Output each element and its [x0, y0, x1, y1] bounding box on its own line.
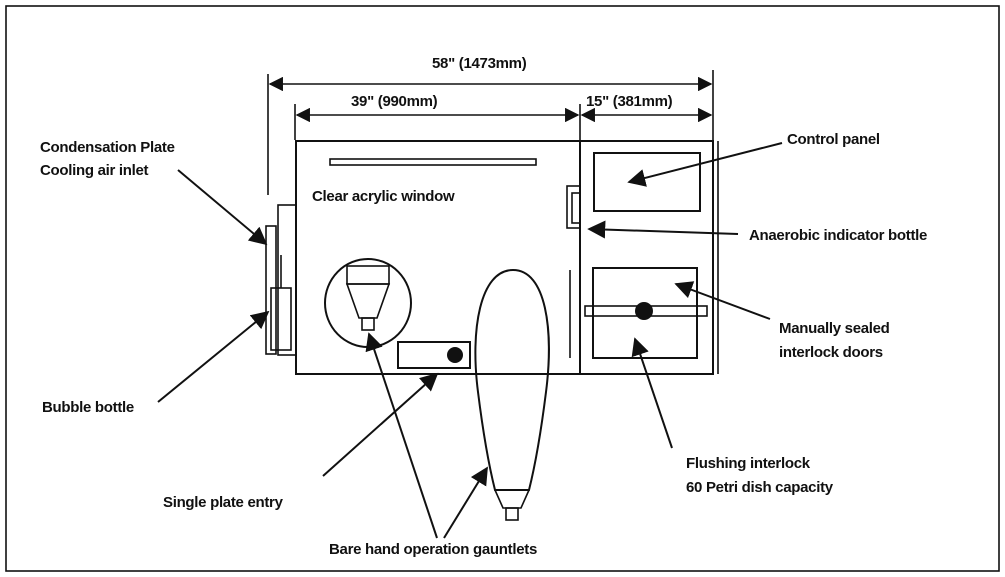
arrow-control-panel: [627, 142, 783, 187]
condensation-plate-assembly: [265, 204, 297, 356]
arrow-gauntlet-right: [443, 466, 488, 539]
figure-border: [5, 5, 1000, 572]
anaerobic-indicator-bracket: [566, 185, 581, 229]
dimension-overall: [267, 70, 714, 195]
arrow-gauntlet-left: [365, 332, 438, 539]
control-panel-window: [593, 152, 701, 212]
arrow-flushing-interlock: [631, 337, 673, 449]
label-control-panel: Control panel: [787, 131, 880, 148]
arrow-anaerobic-indicator: [587, 220, 739, 239]
label-single-plate-entry: Single plate entry: [163, 494, 284, 511]
label-main-chamber-dimension: 39" (990mm): [351, 93, 438, 110]
label-anaerobic-indicator: Anaerobic indicator bottle: [749, 227, 927, 244]
interlock-body: [579, 140, 714, 375]
label-overall-dimension: 58" (1473mm): [432, 55, 527, 72]
label-condensation-plate: Condensation Plate: [40, 139, 175, 156]
arrow-single-plate: [322, 372, 439, 477]
arrow-condensation-plate: [177, 169, 268, 246]
gauntlet-port-left: [324, 258, 412, 348]
dimension-main-chamber: [294, 104, 581, 140]
single-plate-entry-box: [397, 341, 471, 369]
label-manually-sealed: Manually sealed: [779, 320, 890, 337]
arrow-interlock-doors: [674, 281, 771, 320]
label-bubble-bottle: Bubble bottle: [42, 399, 134, 416]
label-petri-capacity: 60 Petri dish capacity: [686, 479, 834, 496]
label-gauntlets: Bare hand operation gauntlets: [329, 541, 537, 558]
window-slot: [329, 158, 537, 166]
arrow-bubble-bottle: [157, 310, 270, 403]
interlock-door: [569, 267, 708, 359]
label-interlock-doors: interlock doors: [779, 344, 883, 361]
label-clear-window: Clear acrylic window: [312, 188, 455, 205]
label-flushing-interlock: Flushing interlock: [686, 455, 811, 472]
gauntlet-right: [474, 268, 550, 521]
label-cooling-air-inlet: Cooling air inlet: [40, 162, 149, 179]
label-interlock-dimension: 15" (381mm): [586, 93, 673, 110]
main-chamber-body: [295, 140, 581, 375]
